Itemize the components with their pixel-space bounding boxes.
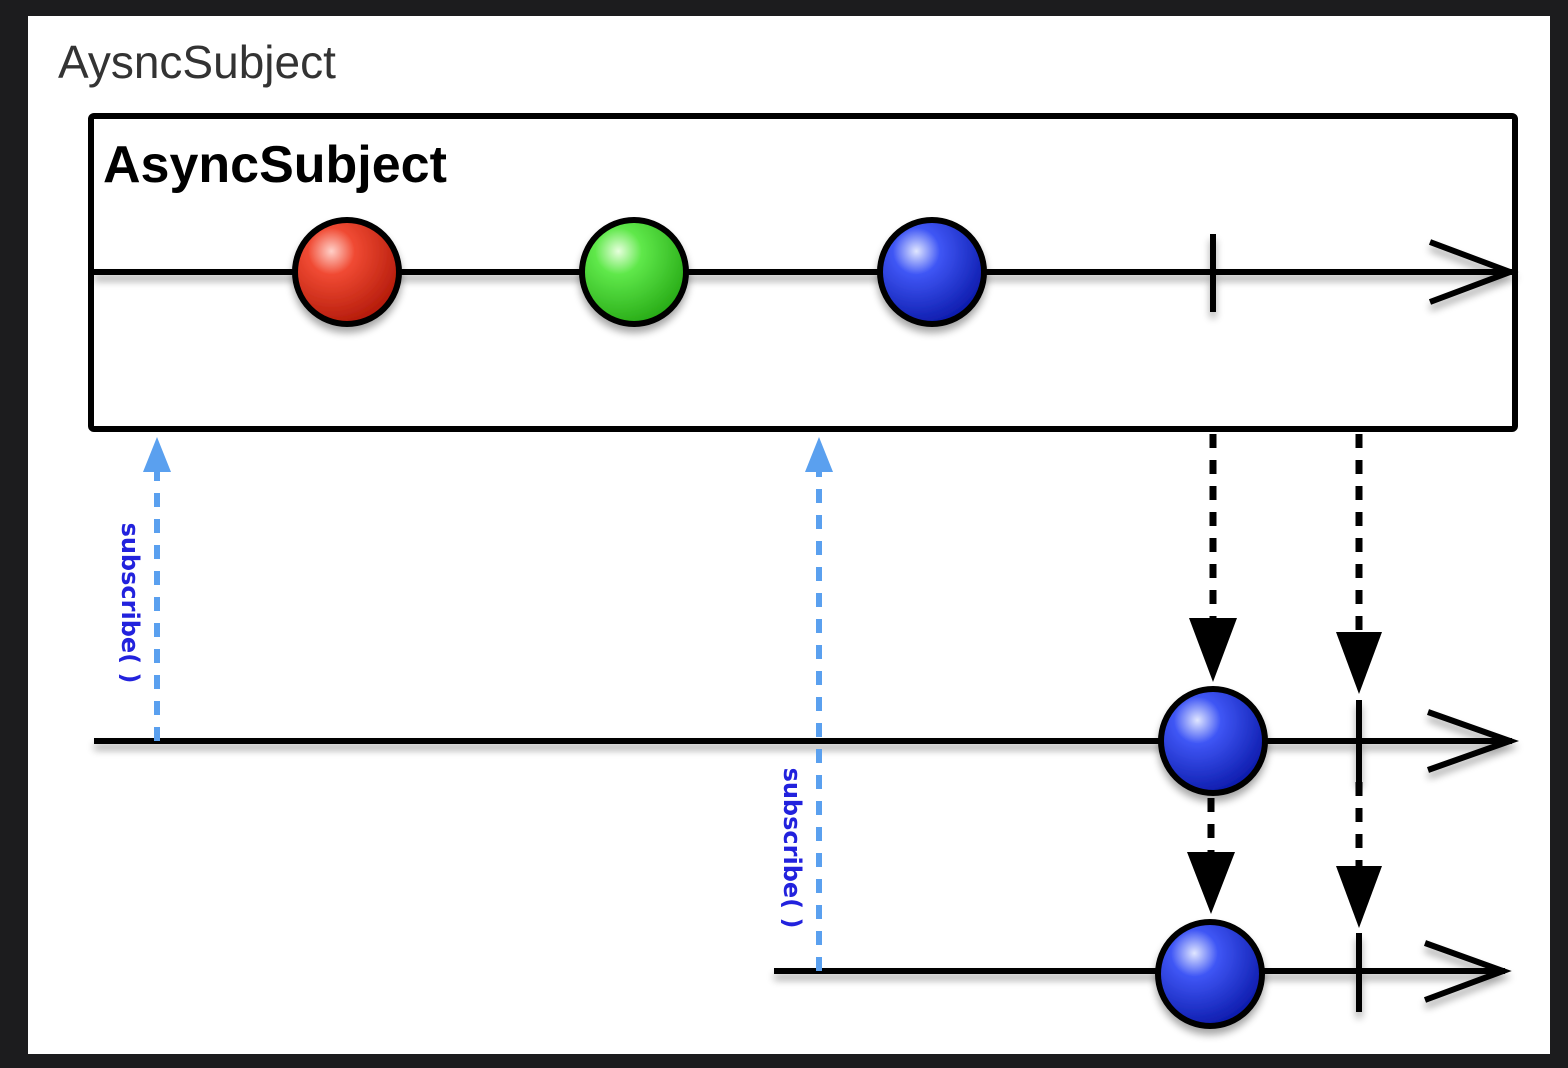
emit-complete-arrow-2 [1336, 782, 1382, 928]
subscriber-1-blue-marble [1158, 686, 1268, 796]
page-title: AysncSubject [58, 36, 336, 88]
green-marble [579, 217, 689, 327]
subscriber-2-timeline [774, 933, 1512, 1012]
subscribe-label-2: subscribe( ) [778, 768, 806, 929]
red-marble [292, 217, 402, 327]
emit-value-arrow-2 [1187, 798, 1235, 914]
blue-marble [877, 217, 987, 327]
subscribe-arrow-1 [143, 437, 171, 741]
emit-complete-arrow-1 [1336, 434, 1382, 694]
subscribe-arrow-2 [805, 437, 833, 971]
subject-label: AsyncSubject [103, 136, 447, 194]
emit-value-arrow-1 [1189, 434, 1237, 682]
subscriber-2-blue-marble [1155, 919, 1265, 1029]
subscriber-1-timeline [94, 700, 1519, 782]
subscribe-label-1: subscribe( ) [116, 523, 144, 684]
